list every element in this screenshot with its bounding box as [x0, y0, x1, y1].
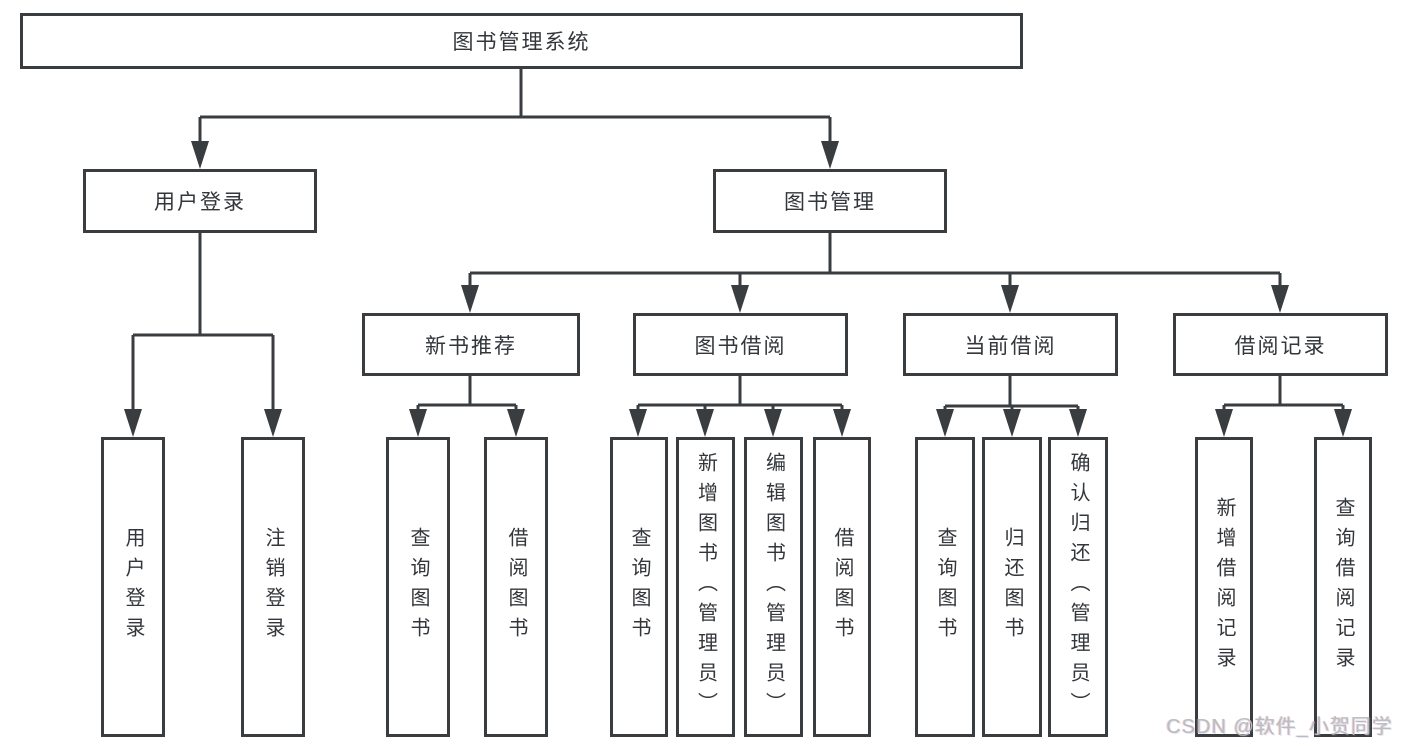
connector-new-book-rec-children: [409, 376, 525, 437]
connector-root-to-branches: [191, 69, 839, 169]
node-root-label: 图书管理系统: [452, 31, 591, 54]
node-bb-query-books: 查询图书: [610, 437, 668, 737]
arrow-down-icon: [1334, 409, 1352, 437]
arrow-down-icon: [821, 141, 839, 169]
node-nbr-query-books: 查询图书: [386, 437, 450, 737]
node-bb-query-books-label: 查询图书: [628, 527, 650, 647]
arrow-down-icon: [191, 141, 209, 169]
node-cb-return-books-label: 归还图书: [1001, 527, 1023, 647]
connector-book-mgmt-to-sections: [461, 233, 1289, 313]
node-root: 图书管理系统: [20, 13, 1023, 69]
arrow-down-icon: [1069, 409, 1087, 437]
arrow-down-icon: [264, 409, 282, 437]
arrow-down-icon: [696, 409, 714, 437]
arrow-down-icon: [461, 285, 479, 313]
node-new-book-rec: 新书推荐: [362, 313, 580, 376]
node-book-borrow-label: 图书借阅: [694, 334, 787, 358]
node-cb-confirm-return-admin: 确认归还（管理员）: [1048, 437, 1108, 737]
node-cb-query-books: 查询图书: [915, 437, 975, 737]
node-br-query-record-label: 查询借阅记录: [1332, 497, 1354, 677]
node-book-borrow: 图书借阅: [633, 313, 848, 376]
node-br-add-record-label: 新增借阅记录: [1213, 497, 1235, 677]
node-bb-add-books-admin: 新增图书（管理员）: [676, 437, 735, 737]
node-bb-borrow-books-label: 借阅图书: [831, 527, 853, 647]
node-borrow-records-label: 借阅记录: [1234, 334, 1327, 358]
node-current-borrow-label: 当前借阅: [964, 334, 1057, 358]
node-bb-add-books-admin-label: 新增图书（管理员）: [694, 452, 717, 722]
arrow-down-icon: [731, 285, 749, 313]
node-book-mgmt: 图书管理: [713, 169, 947, 233]
node-nbr-query-books-label: 查询图书: [407, 527, 429, 647]
node-logout-label: 注销登录: [262, 527, 284, 647]
node-bb-edit-books-admin: 编辑图书（管理员）: [744, 437, 803, 737]
node-nbr-borrow-books-label: 借阅图书: [505, 527, 527, 647]
node-br-add-record: 新增借阅记录: [1195, 437, 1253, 737]
arrow-down-icon: [833, 409, 851, 437]
arrow-down-icon: [409, 409, 427, 437]
connector-current-borrow-children: [936, 376, 1087, 437]
arrow-down-icon: [764, 409, 782, 437]
arrow-down-icon: [1215, 409, 1233, 437]
arrow-down-icon: [1003, 409, 1021, 437]
node-nbr-borrow-books: 借阅图书: [484, 437, 548, 737]
connector-user-login-children: [124, 233, 282, 437]
node-bb-edit-books-admin-label: 编辑图书（管理员）: [762, 452, 785, 722]
node-user-login-label: 用户登录: [154, 191, 246, 214]
node-cb-confirm-return-admin-label: 确认归还（管理员）: [1067, 452, 1089, 722]
node-borrow-records: 借阅记录: [1173, 313, 1388, 376]
arrow-down-icon: [936, 409, 954, 437]
node-logout: 注销登录: [241, 437, 305, 737]
arrow-down-icon: [507, 409, 525, 437]
node-cb-query-books-label: 查询图书: [934, 527, 956, 647]
arrow-down-icon: [629, 409, 647, 437]
node-user-login-action: 用户登录: [101, 437, 165, 737]
arrow-down-icon: [124, 409, 142, 437]
arrow-down-icon: [1001, 285, 1019, 313]
node-new-book-rec-label: 新书推荐: [425, 334, 517, 358]
node-cb-return-books: 归还图书: [982, 437, 1042, 737]
arrow-down-icon: [1271, 285, 1289, 313]
node-user-login: 用户登录: [83, 169, 317, 233]
node-current-borrow: 当前借阅: [903, 313, 1118, 376]
node-book-mgmt-label: 图书管理: [784, 191, 876, 214]
connector-borrow-records-children: [1215, 376, 1352, 437]
connector-book-borrow-children: [629, 376, 851, 437]
node-user-login-action-label: 用户登录: [122, 527, 144, 647]
node-br-query-record: 查询借阅记录: [1314, 437, 1372, 737]
node-bb-borrow-books: 借阅图书: [813, 437, 871, 737]
